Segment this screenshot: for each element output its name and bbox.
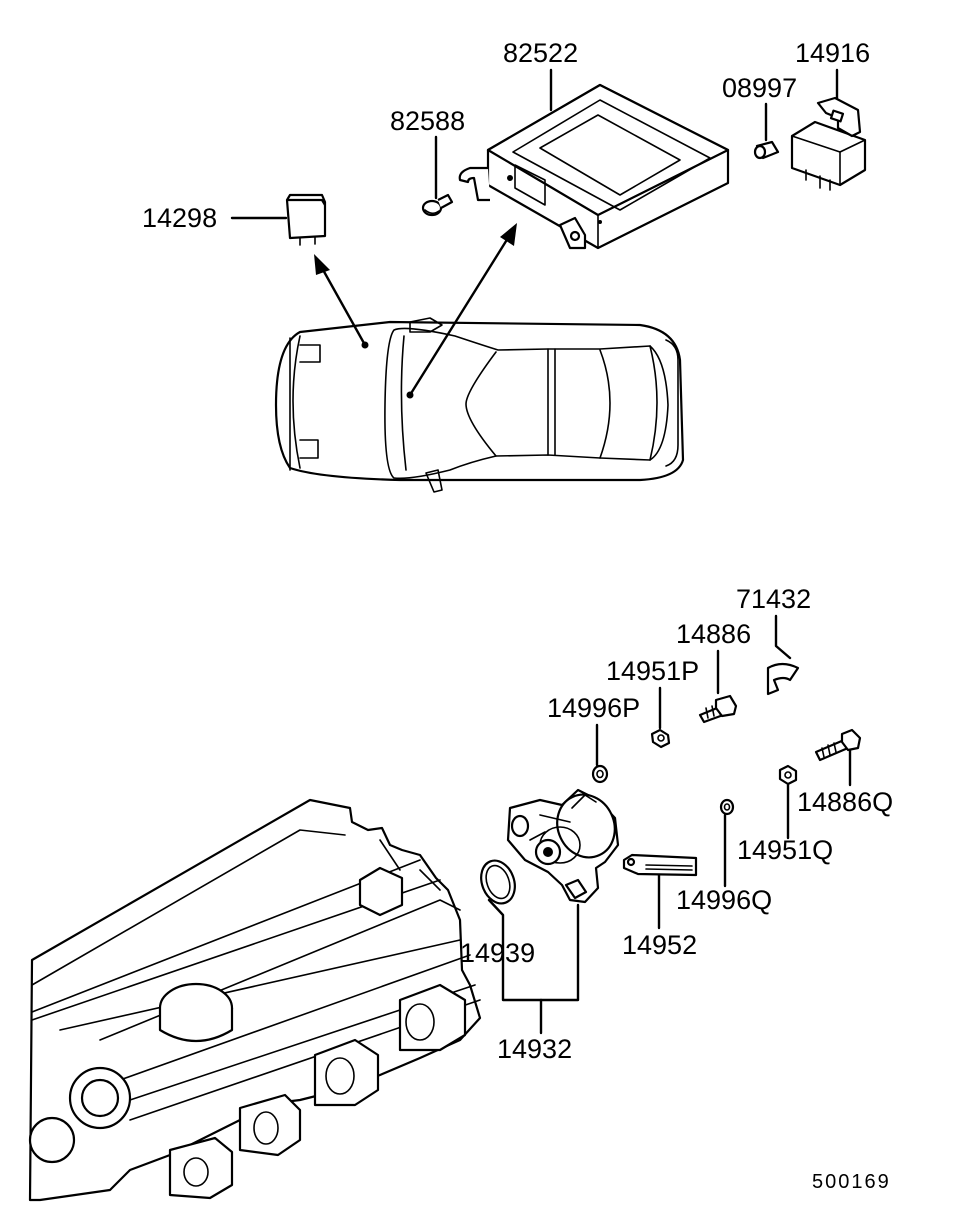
pointer-arrows <box>314 223 517 397</box>
relay-14298[interactable] <box>285 193 327 246</box>
callout-14939[interactable]: 14939 <box>460 938 535 968</box>
nut-14951Q[interactable] <box>778 764 798 786</box>
relay-14916[interactable] <box>790 96 867 191</box>
leader-lines <box>230 68 852 1035</box>
callout-14886Q[interactable]: 14886Q <box>797 787 893 817</box>
nut-14951P[interactable] <box>650 728 671 749</box>
plate-14952[interactable] <box>622 853 698 877</box>
screw-14886[interactable] <box>698 694 738 724</box>
callout-14951Q[interactable]: 14951Q <box>737 835 833 865</box>
callout-14298[interactable]: 14298 <box>142 203 217 233</box>
o-ring-14939[interactable] <box>475 856 520 908</box>
callout-14996Q[interactable]: 14996Q <box>676 885 772 915</box>
callout-71432[interactable]: 71432 <box>736 584 811 614</box>
car-top-view <box>274 317 685 493</box>
callout-14886[interactable]: 14886 <box>676 619 751 649</box>
bolt-14886Q[interactable] <box>814 728 862 762</box>
screw-08997[interactable] <box>753 140 780 160</box>
callout-14951P[interactable]: 14951P <box>606 656 699 686</box>
bolt-82588[interactable] <box>421 193 454 217</box>
control-unit-82522[interactable] <box>458 83 730 250</box>
callout-14932[interactable]: 14932 <box>497 1034 572 1064</box>
callout-82522[interactable]: 82522 <box>503 38 578 68</box>
diagram-id: 500169 <box>812 1171 891 1193</box>
washer-14996Q[interactable] <box>719 798 735 816</box>
throttle-position-sensor-14932[interactable] <box>506 785 625 904</box>
callout-82588[interactable]: 82588 <box>390 106 465 136</box>
clip-71432[interactable] <box>766 662 800 696</box>
callout-08997[interactable]: 08997 <box>722 73 797 103</box>
callout-14996P[interactable]: 14996P <box>547 693 640 723</box>
callout-14952[interactable]: 14952 <box>622 930 697 960</box>
washer-14996P[interactable] <box>591 764 609 784</box>
callout-14916[interactable]: 14916 <box>795 38 870 68</box>
engine-cylinder-head <box>28 798 482 1202</box>
